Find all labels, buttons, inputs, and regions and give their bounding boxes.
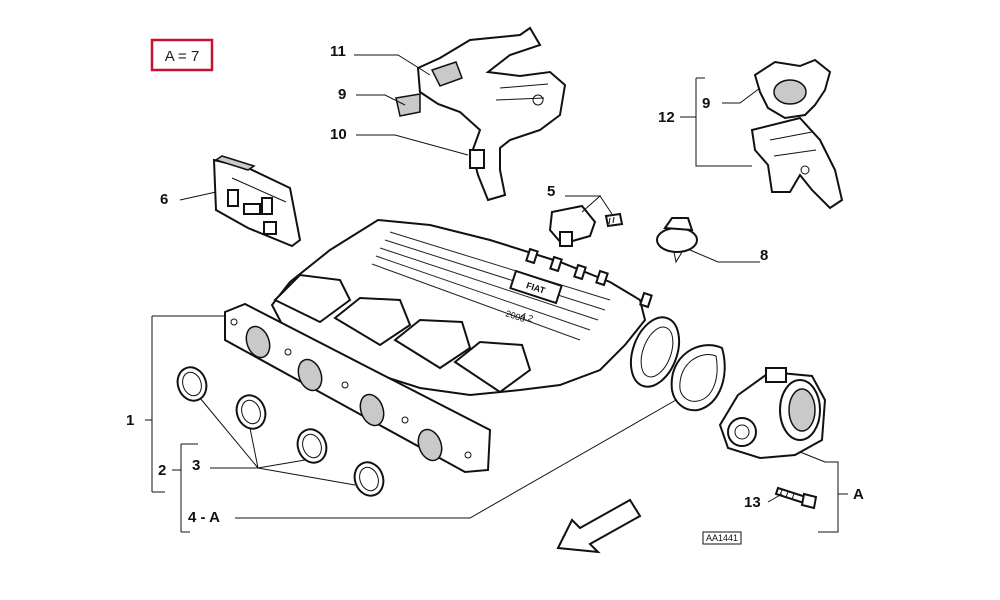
throttle-neck: [629, 316, 681, 388]
intake-manifold: FIAT 4.2 2000: [224, 218, 681, 474]
vacuum-nipples: [525, 247, 653, 309]
callout-1: 1: [126, 412, 134, 429]
callout-6: 6: [160, 191, 168, 208]
callout-8: 8: [760, 247, 768, 264]
harness-bracket: [395, 26, 567, 202]
callout-9-top: 9: [338, 86, 346, 103]
sensor-5: [548, 204, 624, 247]
port-gaskets: [176, 366, 385, 497]
callout-12: 12: [658, 109, 675, 126]
direction-arrow: [556, 498, 642, 554]
legend-box-text: A = 7: [165, 48, 200, 65]
drawing-code: AA1441: [702, 531, 742, 545]
callout-2: 2: [158, 462, 166, 479]
callout-labels: 11 9 10 6 5 8 12 9 1 2 3 4 - A 13 A: [126, 43, 864, 526]
callout-5: 5: [547, 183, 555, 200]
manifold-nameplate: FIAT 4.2 2000: [504, 269, 563, 324]
callout-3: 3: [192, 457, 200, 474]
leader-lines: [145, 54, 848, 533]
callout-a: A: [853, 486, 864, 503]
callout-10: 10: [330, 126, 347, 143]
plenum-ribs: [371, 231, 611, 341]
bolt-13: [774, 486, 818, 510]
manifold-ports: [230, 318, 472, 462]
drawing-code-text: AA1441: [706, 533, 738, 543]
throttle-gasket: [670, 344, 726, 412]
bracket-6: [212, 155, 302, 248]
bracket-12: [750, 58, 844, 210]
cap-8: [656, 217, 698, 264]
callout-13: 13: [744, 494, 761, 511]
callout-9-right: 9: [702, 95, 710, 112]
callout-11: 11: [330, 43, 346, 60]
legend-box: A = 7: [150, 38, 214, 72]
throttle-body: [718, 367, 827, 460]
callout-4-a: 4 - A: [188, 509, 220, 526]
manifold-engine-text: 4.2: [519, 310, 534, 323]
intake-runners: [273, 273, 532, 394]
